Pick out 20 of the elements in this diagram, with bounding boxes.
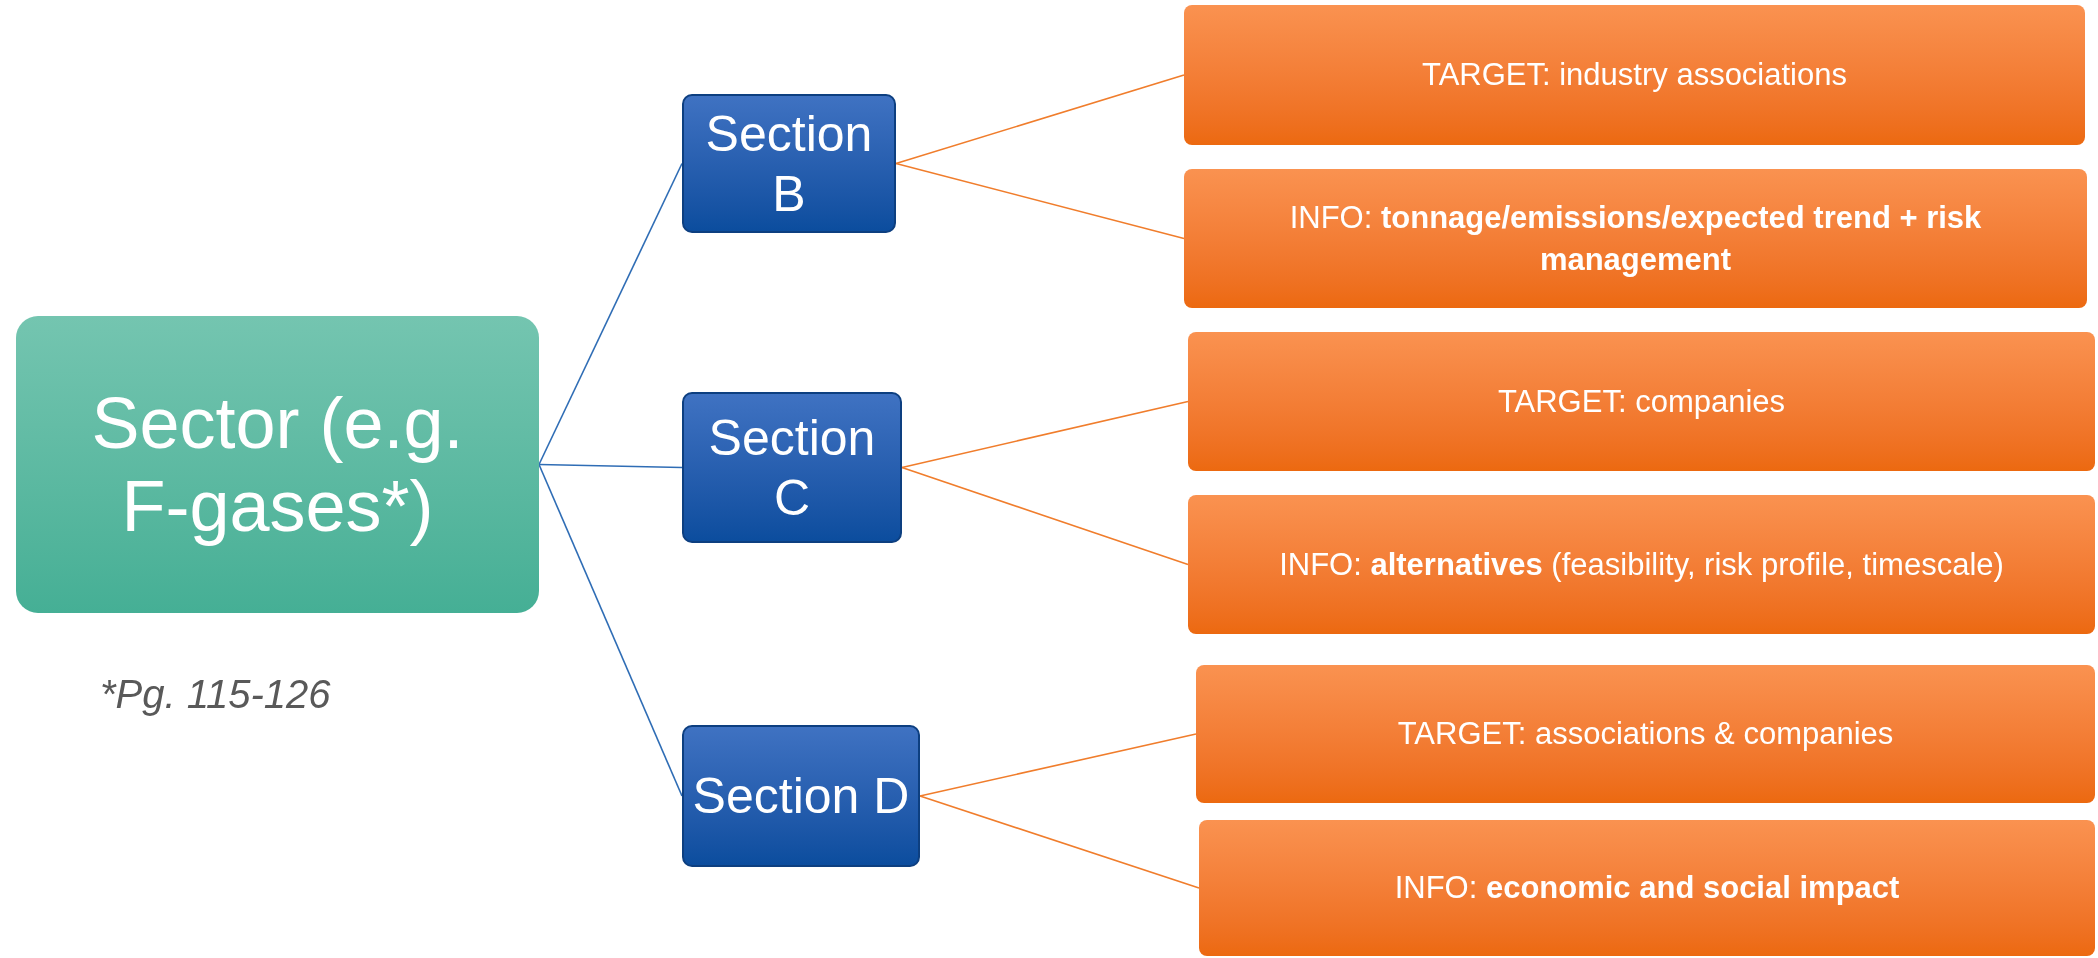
- detail-box: TARGET: industry associations: [1184, 5, 2085, 145]
- footnote-text: *Pg. 115-126: [100, 671, 331, 718]
- section-box: Section B: [682, 94, 896, 233]
- detail-box: TARGET: associations & companies: [1196, 665, 2095, 803]
- detail-box: INFO: tonnage/emissions/expected trend + risk management: [1184, 169, 2087, 308]
- section-box: Section C: [682, 392, 902, 543]
- connector-line: [538, 463, 683, 469]
- connector-line: [919, 733, 1197, 797]
- connector-line: [538, 162, 683, 466]
- detail-box: INFO: economic and social impact: [1199, 820, 2095, 956]
- connector-line: [895, 74, 1185, 165]
- connector-line: [901, 466, 1189, 566]
- connector-line: [901, 400, 1189, 469]
- connector-line: [538, 463, 683, 797]
- detail-box: INFO: alternatives (feasibility, risk profile, timescale): [1188, 495, 2095, 634]
- detail-box: TARGET: companies: [1188, 332, 2095, 471]
- section-box: Section D: [682, 725, 920, 867]
- connector-line: [919, 795, 1200, 889]
- sector-box: Sector (e.g. F-gases*): [16, 316, 539, 613]
- connector-line: [895, 162, 1185, 240]
